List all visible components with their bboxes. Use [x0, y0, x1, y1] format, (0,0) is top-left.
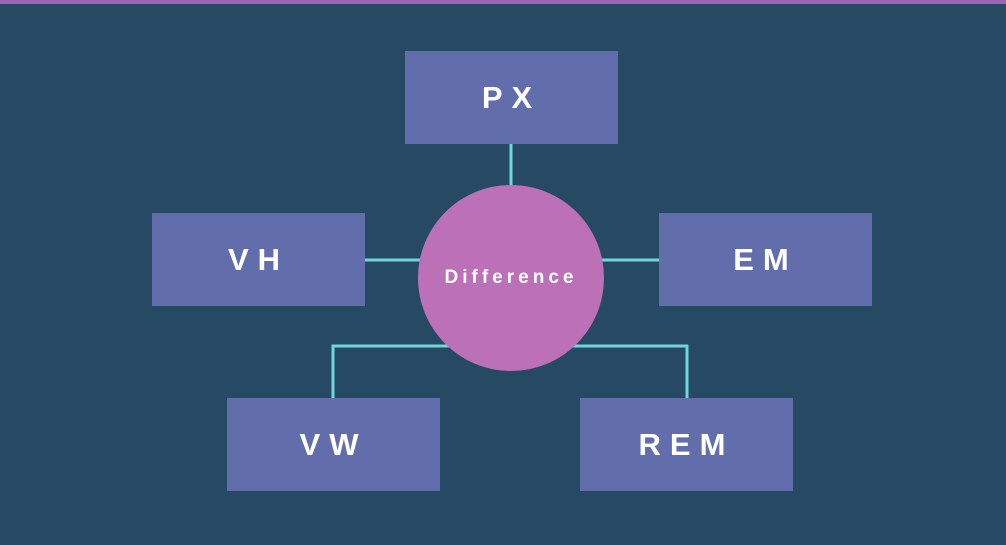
node-rem-label: REM [638, 426, 735, 462]
node-em-label: EM [733, 241, 798, 277]
node-vh-label: VH [227, 241, 290, 277]
node-px: PX [405, 51, 618, 144]
node-vh: VH [152, 213, 365, 306]
center-hub: Difference [418, 185, 604, 371]
center-hub-label: Difference [444, 267, 578, 288]
top-accent-bar [0, 0, 1006, 4]
node-px-label: PX [481, 79, 542, 115]
connector-vw [331, 344, 450, 398]
node-vw-label: VW [299, 426, 368, 462]
node-vw: VW [227, 398, 440, 491]
node-em: EM [659, 213, 872, 306]
connector-rem [572, 344, 689, 398]
node-rem: REM [580, 398, 793, 491]
